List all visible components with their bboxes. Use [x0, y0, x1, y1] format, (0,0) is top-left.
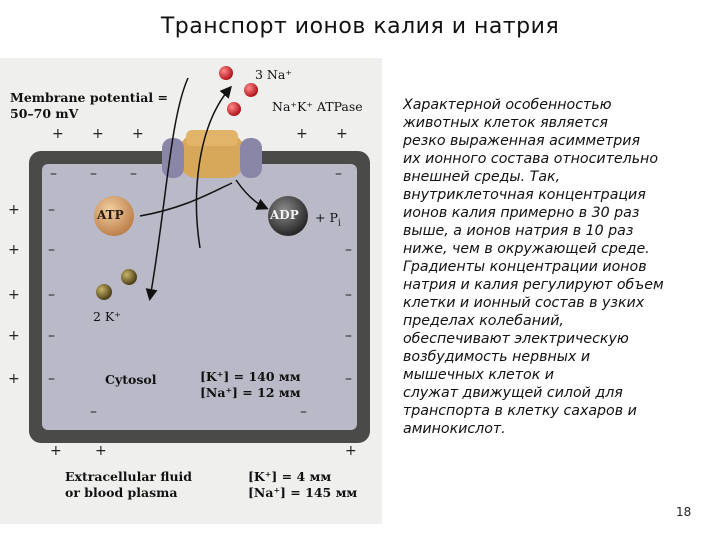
- cytosol-label: Cytosol: [105, 372, 157, 387]
- ion-transport-figure: + + + + + + + + + + + + + – – – – – – – …: [0, 58, 382, 524]
- body-line: мышечных клеток и: [403, 367, 554, 383]
- plus-sign: +: [345, 443, 357, 459]
- body-line: служат движущей силой для: [403, 385, 623, 401]
- adp-molecule: [268, 196, 308, 236]
- plus-sign: +: [52, 126, 64, 142]
- plus-sign: +: [8, 328, 20, 344]
- minus-sign: –: [48, 287, 55, 303]
- na-ion: [227, 102, 241, 116]
- body-line: внутриклеточная концентрация: [403, 187, 646, 203]
- plus-sign: +: [50, 443, 62, 459]
- plus-sign: +: [8, 202, 20, 218]
- body-line: резко выраженная асимметрия: [403, 133, 640, 149]
- na-ion: [244, 83, 258, 97]
- body-line: внешней среды. Так,: [403, 169, 561, 185]
- minus-sign: –: [130, 166, 137, 182]
- minus-sign: –: [300, 404, 307, 420]
- plus-sign: +: [8, 371, 20, 387]
- phosphate-label: + Pi: [315, 210, 341, 229]
- body-text: Характерной особенностью животных клеток…: [403, 96, 713, 438]
- na-k-atpase-pump: [162, 130, 262, 178]
- na-ion: [219, 66, 233, 80]
- plus-sign: +: [8, 242, 20, 258]
- slide-title: Транспорт ионов калия и натрия: [160, 14, 560, 39]
- plus-sign: +: [296, 126, 308, 142]
- adp-label: ADP: [270, 208, 299, 222]
- plus-sign: +: [95, 443, 107, 459]
- plus-sign: +: [336, 126, 348, 142]
- cell-diagram: [29, 66, 370, 443]
- body-line: возбудимость нервных и: [403, 349, 591, 365]
- plus-sign: +: [92, 126, 104, 142]
- body-line: пределах колебаний,: [403, 313, 564, 329]
- extracellular-concentrations: [K⁺] = 4 мм[Na⁺] = 145 мм: [248, 469, 358, 500]
- page-number: 18: [676, 505, 692, 519]
- k-ion: [96, 284, 112, 300]
- minus-sign: –: [50, 166, 57, 182]
- body-line: выше, а ионов натрия в 10 раз: [403, 223, 634, 239]
- membrane-potential-label: Membrane potential = 50–70 mV: [10, 90, 168, 121]
- body-line: клетки и ионный состав в узких: [403, 295, 645, 311]
- body-line: Градиенты концентрации ионов: [403, 259, 647, 275]
- body-line: Характерной особенностью: [403, 97, 612, 113]
- minus-sign: –: [48, 328, 55, 344]
- body-line: ниже, чем в окружающей среде.: [403, 241, 650, 257]
- body-line: обеспечивают электрическую: [403, 331, 629, 347]
- body-line: натрия и калия регулируют объем: [403, 277, 664, 293]
- k-influx-arrow: [145, 77, 189, 301]
- plus-sign: +: [132, 126, 144, 142]
- body-line: животных клеток является: [403, 115, 608, 131]
- body-line: транспорта в клетку сахаров и: [403, 403, 637, 419]
- atpase-label: Na⁺K⁺ ATPase: [272, 99, 363, 114]
- na-efflux-arrow: [195, 85, 232, 249]
- atp-label: ATP: [97, 208, 124, 222]
- cytosol-concentrations: [K⁺] = 140 мм[Na⁺] = 12 мм: [200, 369, 301, 400]
- minus-sign: –: [335, 166, 342, 182]
- body-line: их ионного состава относительно: [403, 151, 659, 167]
- body-line: ионов калия примерно в 30 раз: [403, 205, 640, 221]
- body-line: аминокислот.: [403, 421, 506, 437]
- minus-sign: –: [48, 242, 55, 258]
- atp-hydrolysis-arrow: [139, 179, 266, 216]
- minus-sign: –: [345, 328, 352, 344]
- minus-sign: –: [90, 404, 97, 420]
- k-in-label: 2 K⁺: [93, 309, 121, 324]
- minus-sign: –: [345, 371, 352, 387]
- minus-sign: –: [48, 371, 55, 387]
- k-ion: [121, 269, 137, 285]
- na-out-label: 3 Na⁺: [255, 67, 292, 82]
- atp-molecule: [94, 196, 134, 236]
- minus-sign: –: [345, 242, 352, 258]
- minus-sign: –: [345, 287, 352, 303]
- plus-sign: +: [8, 287, 20, 303]
- minus-sign: –: [48, 202, 55, 218]
- minus-sign: –: [90, 166, 97, 182]
